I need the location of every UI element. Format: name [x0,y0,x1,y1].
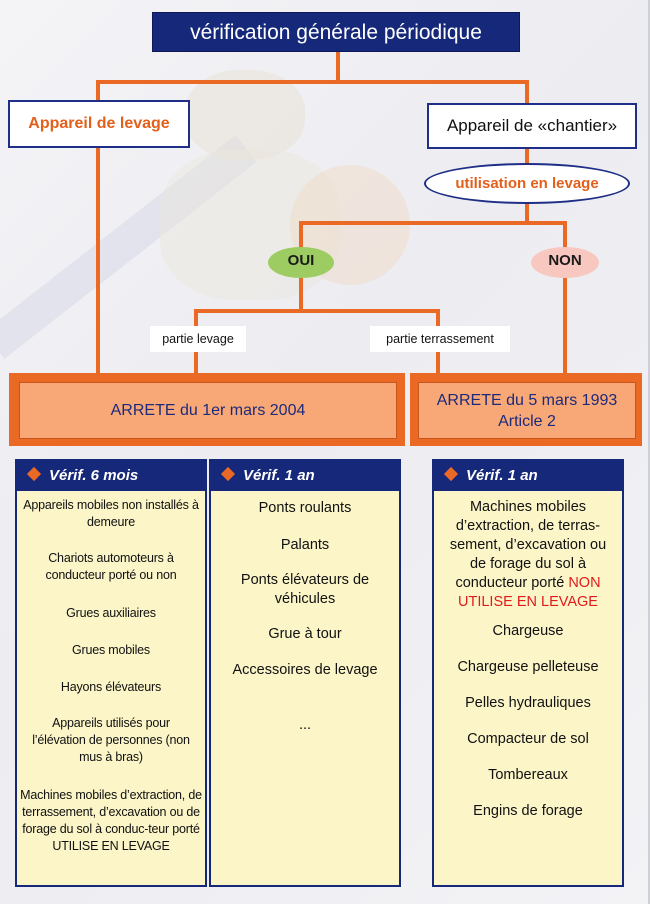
diamond-bullet-icon [26,466,42,482]
intro-text: Machines mobiles d’extraction, de terras… [442,498,614,612]
list-item: Hayons élévateurs [60,680,162,694]
column-verif-1-an: Vérif. 1 an Ponts roulants Palants Ponts… [209,459,401,887]
list-item: Compacteur de sol [467,731,589,747]
column-header-label: Vérif. 6 mois [49,467,139,484]
column-header: Vérif. 1 an [434,461,622,491]
arrete-1993-text: ARRETE du 5 mars 1993 [436,391,618,409]
connector-line [96,80,100,100]
background-illustration-head [185,70,305,160]
list-item: ... [298,717,312,733]
appareil-de-chantier-box: Appareil de «chantier» [427,103,637,149]
list-item: Chargeuse [492,623,564,639]
column-header: Vérif. 6 mois [17,461,205,491]
column-header-label: Vérif. 1 an [466,467,538,484]
page-title: vérification générale périodique [152,12,520,52]
list-item: Palants [280,537,330,553]
diamond-bullet-icon [220,466,236,482]
list-item: Chargeuse pelleteuse [457,659,599,675]
connector-line [299,221,303,248]
arrete-1993-box: ARRETE du 5 mars 1993 Article 2 [418,382,636,439]
list-item: Ponts roulants [258,500,352,516]
list-item: Grues mobiles [72,643,150,657]
list-item: Appareils utilisés pour l’élévation de p… [32,716,190,764]
list-item: Grue à tour [268,626,342,642]
connector-line [563,221,567,248]
column-header-label: Vérif. 1 an [243,467,315,484]
connector-line [96,148,100,378]
list-item: Engins de forage [473,803,583,819]
connector-line [525,80,529,103]
intro-text-main: Machines mobiles d’extraction, de terras… [449,499,607,591]
connector-line [525,145,529,165]
connector-line [299,276,303,311]
list-item: Ponts élévateurs de véhicules [240,572,370,607]
list-item: Accessoires de levage [232,662,378,678]
connector-line [96,80,529,84]
arrete-2004-box: ARRETE du 1er mars 2004 [19,382,397,439]
non-pill: NON [531,247,599,278]
partie-terrassement-label: partie terrassement [370,326,510,352]
arrete-1993-frame: ARRETE du 5 mars 1993 Article 2 [410,373,642,446]
connector-line [563,276,567,378]
utilisation-en-levage-oval: utilisation en levage [424,163,630,204]
column-verif-6-mois: Vérif. 6 mois Appareils mobiles non inst… [15,459,207,887]
list-item: Machines mobiles d’extraction, de terras… [20,788,202,853]
list-item: Tombereaux [488,767,568,783]
connector-line [525,203,529,223]
list-item: Chariots automoteurs à conducteur porté … [45,551,177,582]
partie-levage-label: partie levage [150,326,246,352]
appareil-de-levage-box: Appareil de levage [8,100,190,148]
list-item: Appareils mobiles non installés à demeur… [23,498,199,529]
arrete-1993-article: Article 2 [498,412,556,430]
arrete-2004-text: ARRETE du 1er mars 2004 [110,402,306,419]
connector-line [194,309,440,313]
column-header: Vérif. 1 an [211,461,399,491]
diamond-bullet-icon [443,466,459,482]
column-verif-1-an-chantier: Vérif. 1 an Machines mobiles d’extractio… [432,459,624,887]
connector-line [299,221,567,225]
connector-line [336,49,340,82]
arrete-2004-frame: ARRETE du 1er mars 2004 [9,373,405,446]
oui-pill: OUI [268,247,334,278]
intro-text-highlight: NON UTILISE EN LEVAGE [458,575,601,610]
list-item: Grues auxiliaires [66,606,156,620]
list-item: Pelles hydrauliques [465,695,591,711]
